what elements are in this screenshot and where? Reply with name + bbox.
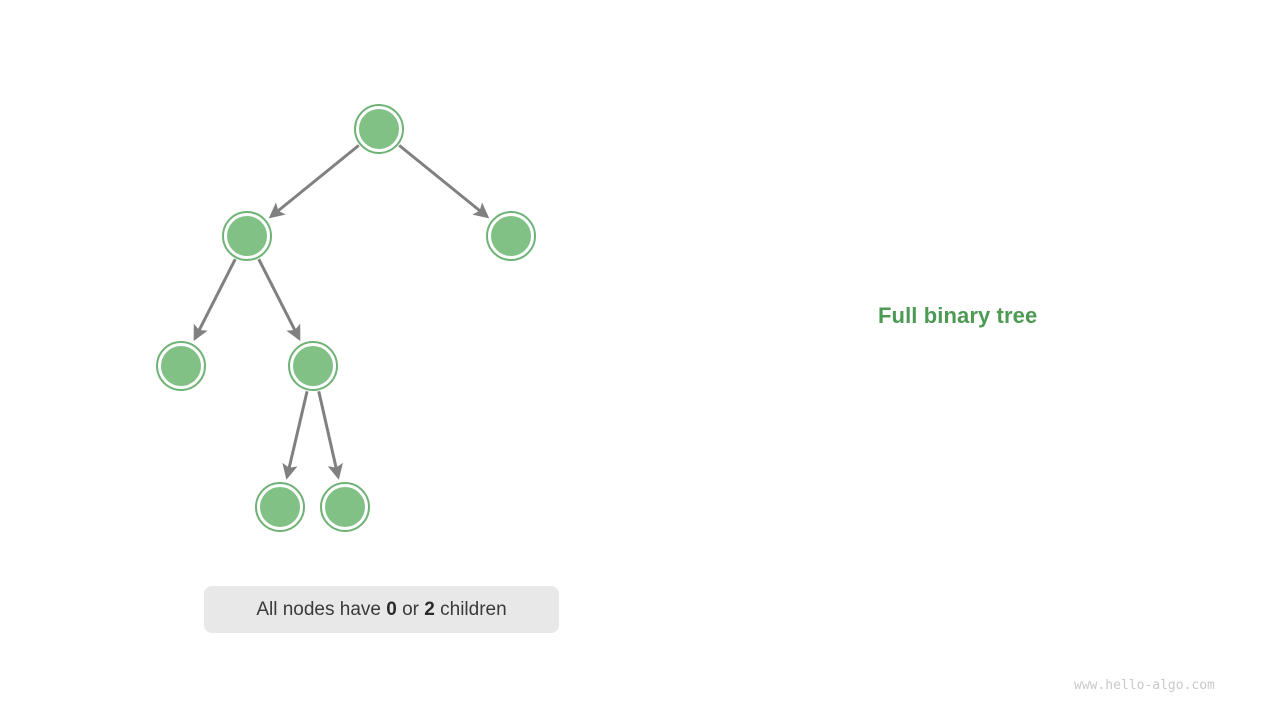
tree-node-ring [320,482,370,532]
caption-middle: or [396,598,425,620]
watermark: www.hello-algo.com [1074,678,1215,693]
tree-edge [193,258,237,342]
tree-node-ring [354,104,404,154]
tree-node-ring [255,482,305,532]
tree-edge [268,144,360,219]
tree-node[interactable] [354,104,404,154]
page-title: Full binary tree [878,303,1038,328]
tree-node-body [291,344,335,388]
caption-suffix: children [434,598,507,620]
tree-node-body [323,485,367,529]
tree-edge [317,391,343,480]
tree-node-body [357,107,401,151]
tree-node-body [489,214,533,258]
tree-node[interactable] [288,341,338,391]
caption-badge: All nodes have 0 or 2 children [204,586,559,633]
caption-text: All nodes have 0 or 2 children [256,599,506,621]
tree-node[interactable] [486,211,536,261]
tree-node[interactable] [255,482,305,532]
tree-node-body [159,344,203,388]
tree-edges [193,144,490,480]
tree-node-ring [222,211,272,261]
caption-value-two: 2 [424,598,435,620]
tree-node-ring [486,211,536,261]
caption-value-zero: 0 [386,598,397,620]
tree-edge [282,390,309,480]
tree-edge [257,258,301,342]
tree-node[interactable] [320,482,370,532]
tree-nodes [156,104,536,532]
tree-node-body [225,214,269,258]
tree-node-ring [156,341,206,391]
tree-edge [398,144,490,219]
tree-node[interactable] [156,341,206,391]
tree-node-body [258,485,302,529]
caption-prefix: All nodes have [256,598,387,620]
tree-node[interactable] [222,211,272,261]
tree-node-ring [288,341,338,391]
